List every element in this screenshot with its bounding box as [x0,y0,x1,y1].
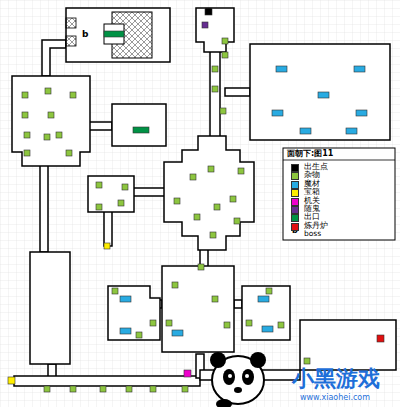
junk-item [70,386,76,392]
junk-item [198,264,204,270]
legend-text: 炼丹炉 [304,222,328,230]
junk-item [212,66,218,72]
legend-text: 随鬼 [304,205,320,213]
junk-item [136,332,142,338]
junk-item [56,132,62,138]
legend-text: 宝箱 [304,188,320,196]
magic-material [172,330,183,336]
magic-material [354,66,365,72]
junk-item [24,150,30,156]
hatched-block [66,18,76,28]
alchemy-furnace [377,335,384,342]
junk-item [212,296,218,302]
junk-item [45,88,51,94]
spawn-point [205,8,212,15]
junk-item [166,320,172,326]
junk-item [220,108,226,114]
junk-item [222,52,228,58]
junk-item [44,134,50,140]
junk-item [126,386,132,392]
magic-material [258,296,269,302]
rooms [12,8,396,386]
junk-item [190,174,196,180]
junk-item [174,198,180,204]
legend-text: 魔材 [304,180,320,188]
legend-text: 机关 [304,197,320,205]
legend-text: 出口 [304,213,320,221]
treasure-chest [8,377,15,384]
exit [133,127,149,133]
junk-item [182,386,188,392]
junk-item [122,184,128,190]
boss-platform [104,24,124,44]
junk-item [210,232,216,238]
junk-item [214,204,220,210]
junk-item [212,86,218,92]
legend-swatch [291,172,299,180]
legend-text: boss [304,230,321,238]
junk-item [150,386,156,392]
magic-material [346,128,357,134]
junk-item [48,112,54,118]
junk-item [150,320,156,326]
junk-item [44,386,50,392]
magic-material [300,128,311,134]
junk-item [112,288,118,294]
junk-item [118,200,124,206]
junk-item [208,166,214,172]
magic-material [318,92,329,98]
legend-swatch [291,198,299,206]
magic-material [356,110,367,116]
junk-item [66,150,72,156]
legend-swatch [291,164,299,172]
junk-item [234,218,240,224]
legend-box [283,148,395,240]
hatched-block [66,36,76,46]
magic-material [262,326,273,332]
magic-material [120,296,131,302]
legend-swatch [291,214,299,222]
junk-item [278,322,284,328]
legend-swatch [291,189,299,197]
mechanism [184,370,191,377]
legend-title: 面朝下:图11 [287,150,333,158]
junk-item [70,92,76,98]
junk-item [266,288,272,294]
legend-text: 杂物 [304,171,320,179]
legend-swatch [291,206,299,214]
junk-item [172,282,178,288]
junk-item [304,358,310,364]
junk-item [96,182,102,188]
boss-marker: b [82,30,88,39]
junk-item [222,38,228,44]
junk-item [246,320,252,326]
watermark-url: www.xiaohei.com [300,394,370,402]
legend-swatch [291,223,299,231]
junk-item [194,214,200,220]
junk-item [100,386,106,392]
junk-item [22,112,28,118]
panda-mascot [210,352,266,407]
legend-swatch [291,181,299,189]
watermark: 小黑游戏 [292,368,380,390]
junk-item [22,92,28,98]
legend-divider [283,160,395,161]
magic-material [120,328,131,334]
magic-material [272,110,283,116]
junk-item [96,204,102,210]
magic-material [276,66,287,72]
wandering-ghost [202,22,208,28]
treasure-chest [104,243,110,249]
junk-item [238,168,244,174]
junk-item [224,322,230,328]
junk-item [230,196,236,202]
junk-item [24,132,30,138]
exit [104,31,124,37]
legend-text: 出生点 [304,163,328,171]
